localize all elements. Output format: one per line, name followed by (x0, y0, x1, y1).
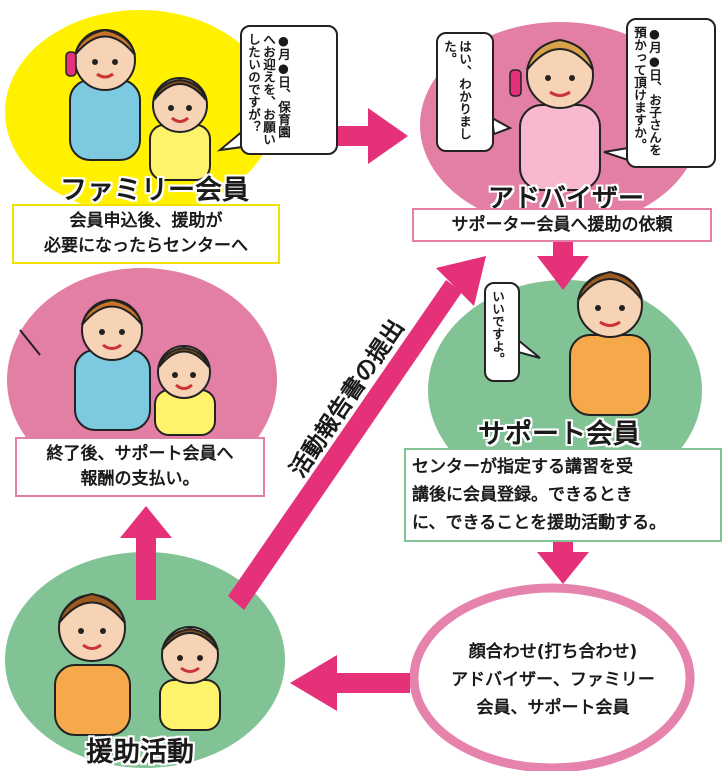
support-description: センターが指定する講習を受 講後に会員登録。できるとき に、できることを援助活動… (404, 448, 722, 542)
support-speech-text: いいですよ。 (490, 290, 505, 365)
meeting-line3: 会員、サポート会員 (476, 698, 630, 718)
payment-description: 終了後、サポート会員へ 報酬の支払い。 (15, 437, 265, 497)
meeting-text: 顔合わせ(打ち合わせ) アドバイザー、ファミリー 会員、サポート会員 (416, 638, 690, 722)
child-figure-activity (159, 626, 221, 731)
support-desc-line3: に、できることを援助活動する。 (412, 513, 667, 533)
support-title: サポート会員 (478, 419, 640, 450)
family-description: 会員申込後、援助が 必要になったらセンターへ (12, 204, 280, 264)
family-desc-line2: 必要になったらセンターへ (44, 236, 248, 256)
child-figure-payment (154, 345, 216, 436)
arrow-report (228, 256, 486, 610)
family-desc-line1: 会員申込後、援助が (69, 211, 223, 231)
arrow-activity-to-payment (120, 506, 172, 600)
advisor-desc-text: サポーター会員へ援助の依頼 (451, 215, 673, 235)
advisor-ask-text: ●月●日、お子さんを預かって頂けますか。 (632, 26, 662, 156)
meeting-oval (409, 583, 695, 771)
meeting-line2: アドバイザー、ファミリー (451, 670, 655, 690)
family-speech-bubble: ●月●日、保育園へお迎えを、お願いしたいのですが？ (240, 25, 338, 155)
advisor-reply-bubble: はい、わかりました。 (436, 32, 494, 152)
activity-title: 援助活動 (86, 737, 194, 768)
supporter-figure (569, 270, 651, 416)
support-desc-line2: 講後に会員登録。できるとき (412, 485, 633, 505)
advisor-ask-bubble: ●月●日、お子さんを預かって頂けますか。 (626, 18, 716, 168)
payment-desc-line1: 終了後、サポート会員へ (46, 444, 234, 464)
advisor-figure (509, 38, 601, 191)
mother-figure-family (65, 28, 141, 161)
arrow-advisor-to-support (537, 238, 589, 290)
support-speech-bubble: いいですよ。 (484, 282, 520, 382)
family-title: ファミリー会員 (60, 175, 249, 206)
family-speech-text: ●月●日、保育園へお迎えを、お願いしたいのですが？ (246, 33, 291, 146)
advisor-description: サポーター会員へ援助の依頼 (412, 208, 712, 242)
arrow-support-to-meeting (537, 540, 589, 584)
payment-desc-line2: 報酬の支払い。 (80, 469, 200, 489)
support-desc-line1: センターが指定する講習を受 (412, 457, 633, 477)
meeting-line1: 顔合わせ(打ち合わせ) (468, 642, 638, 662)
mother-figure-payment (19, 298, 151, 431)
arrow-meeting-to-activity (290, 655, 410, 711)
child-figure-family (149, 77, 211, 181)
advisor-reply-text: はい、わかりました。 (442, 40, 472, 140)
mother-figure-activity (54, 592, 131, 736)
